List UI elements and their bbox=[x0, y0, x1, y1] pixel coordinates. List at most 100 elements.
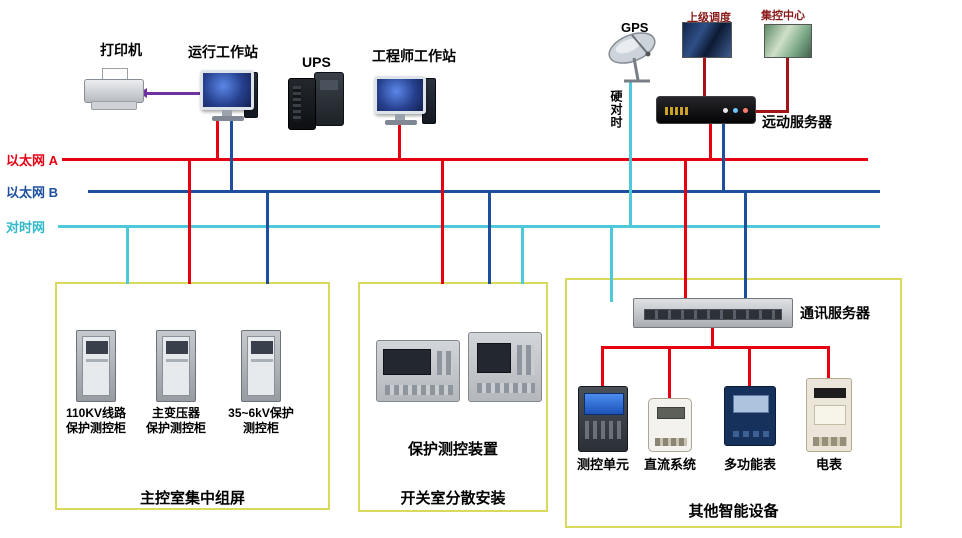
cabinet-3-screen bbox=[251, 341, 273, 354]
dispatch-label: 上级调度 bbox=[687, 12, 731, 24]
dispatch-photo bbox=[682, 22, 732, 58]
cabinet-icon-3 bbox=[241, 330, 281, 402]
ups-vent bbox=[293, 86, 301, 122]
dc-system-label: 直流系统 bbox=[643, 457, 696, 472]
link-right-box-ethernet-a bbox=[684, 161, 687, 301]
engineer-workstation-icon bbox=[374, 74, 438, 126]
printer-icon bbox=[84, 68, 144, 114]
link-remote-server-ethernet-a bbox=[709, 124, 712, 159]
energy-meter-icon bbox=[806, 378, 852, 452]
comm-server-icon bbox=[633, 298, 793, 328]
protection-device-2-buttons bbox=[477, 383, 535, 393]
operator-ws-stand-base bbox=[212, 116, 244, 121]
link-printer-workstation bbox=[146, 92, 200, 95]
link-dispatch-server bbox=[703, 56, 706, 96]
energy-meter-label: 电表 bbox=[815, 457, 842, 472]
protection-device-icon-1 bbox=[376, 340, 460, 402]
energy-meter-display bbox=[814, 388, 846, 398]
link-middle-box-ethernet-b bbox=[488, 193, 491, 284]
gps-dish-icon bbox=[604, 28, 664, 84]
protection-device-icon-2 bbox=[468, 332, 542, 402]
cabinet-label-3-line1: 35~6kV保护 bbox=[228, 406, 294, 420]
link-left-box-ethernet-a bbox=[188, 161, 191, 284]
dc-system-icon bbox=[648, 398, 692, 452]
cabinet-label-2: 主变压器 保护测控柜 bbox=[126, 406, 226, 436]
operator-workstation-icon bbox=[198, 70, 262, 122]
bus-ethernet-a-line bbox=[62, 158, 868, 161]
link-middle-box-ethernet-a bbox=[441, 161, 444, 284]
cabinet-2-screen bbox=[166, 341, 188, 354]
engineer-ws-screen bbox=[374, 76, 426, 114]
ups-unit-front bbox=[288, 78, 316, 130]
gps-label: GPS bbox=[621, 20, 649, 35]
remote-server-badge bbox=[665, 107, 689, 115]
cabinet-3-handle bbox=[251, 359, 273, 362]
drop-dc-system bbox=[668, 349, 671, 398]
cabinet-label-1-line2: 保护测控柜 bbox=[65, 421, 126, 435]
multifunction-meter-display bbox=[733, 395, 769, 413]
protection-device-label: 保护测控装置 bbox=[407, 441, 498, 458]
cabinet-icon-1 bbox=[76, 330, 116, 402]
drop-measure-unit bbox=[601, 349, 604, 386]
operator-ws-screen bbox=[200, 70, 254, 110]
link-right-box-time-sync bbox=[610, 228, 613, 302]
link-control-center-server-v bbox=[786, 56, 789, 112]
link-left-box-time-sync bbox=[126, 228, 129, 284]
protection-device-1-screen bbox=[383, 349, 431, 375]
remote-server-icon bbox=[656, 96, 756, 124]
operator-ws-label: 运行工作站 bbox=[188, 44, 258, 60]
energy-meter-nameplate bbox=[814, 405, 846, 425]
comm-server-label: 通讯服务器 bbox=[800, 305, 870, 321]
remote-server-led-3 bbox=[743, 108, 748, 113]
cabinet-1-screen bbox=[86, 341, 108, 354]
bus-label-ethernet-b: 以太网 B bbox=[6, 185, 59, 200]
dc-system-terminals bbox=[655, 438, 687, 446]
link-remote-server-ethernet-b bbox=[722, 124, 725, 191]
multifunction-meter-label: 多功能表 bbox=[723, 457, 776, 472]
drop-multifunction-meter bbox=[748, 349, 751, 386]
link-operator-ws-ethernet-a bbox=[216, 121, 219, 159]
control-center-label: 集控中心 bbox=[761, 10, 805, 22]
ups-icon bbox=[288, 72, 346, 132]
operator-ws-stand-neck bbox=[222, 110, 232, 116]
control-center-photo bbox=[764, 24, 812, 58]
cabinet-label-2-line2: 保护测控柜 bbox=[145, 421, 206, 435]
cabinet-icon-2 bbox=[156, 330, 196, 402]
protection-device-2-keypad bbox=[517, 345, 535, 375]
comm-server-ports bbox=[644, 309, 782, 320]
hard-time-sync-label: 硬对时 bbox=[609, 90, 623, 129]
bus-label-time-sync: 对时网 bbox=[6, 220, 46, 235]
cabinet-label-3: 35~6kV保护 测控柜 bbox=[211, 406, 311, 436]
left-box-title: 主控室集中组屏 bbox=[139, 490, 245, 507]
measure-unit-label: 测控单元 bbox=[576, 457, 629, 472]
link-left-box-ethernet-b bbox=[266, 193, 269, 284]
remote-server-label: 远动服务器 bbox=[762, 114, 832, 130]
cabinet-label-1-line1: 110KV线路 bbox=[65, 406, 127, 420]
measure-unit-buttons bbox=[585, 421, 623, 439]
drop-energy-meter bbox=[827, 349, 830, 378]
engineer-ws-label: 工程师工作站 bbox=[372, 48, 456, 64]
cabinet-label-3-line2: 测控柜 bbox=[242, 421, 279, 435]
remote-server-led-1 bbox=[723, 108, 728, 113]
middle-box-title: 开关室分散安装 bbox=[400, 490, 506, 507]
branch-bus-right-box bbox=[601, 346, 830, 349]
ups-display bbox=[320, 80, 338, 90]
printer-label: 打印机 bbox=[100, 42, 142, 58]
engineer-ws-stand-neck bbox=[395, 114, 405, 120]
bus-ethernet-b-line bbox=[88, 190, 880, 193]
cabinet-1-handle bbox=[86, 359, 108, 362]
cabinet-label-2-line1: 主变压器 bbox=[151, 406, 200, 420]
protection-device-1-keys bbox=[437, 351, 453, 375]
dc-system-display bbox=[657, 407, 685, 419]
printer-tray bbox=[91, 101, 137, 110]
link-operator-ws-ethernet-b bbox=[230, 121, 233, 191]
link-middle-box-time-sync bbox=[521, 228, 524, 284]
multifunction-meter-icon bbox=[724, 386, 776, 446]
ups-label: UPS bbox=[302, 54, 331, 70]
multifunction-meter-buttons bbox=[733, 431, 769, 437]
bus-label-ethernet-a: 以太网 A bbox=[6, 153, 59, 168]
bus-time-sync-line bbox=[58, 225, 880, 228]
cabinet-label-1: 110KV线路 保护测控柜 bbox=[46, 406, 146, 436]
link-control-center-server-h bbox=[754, 110, 789, 113]
